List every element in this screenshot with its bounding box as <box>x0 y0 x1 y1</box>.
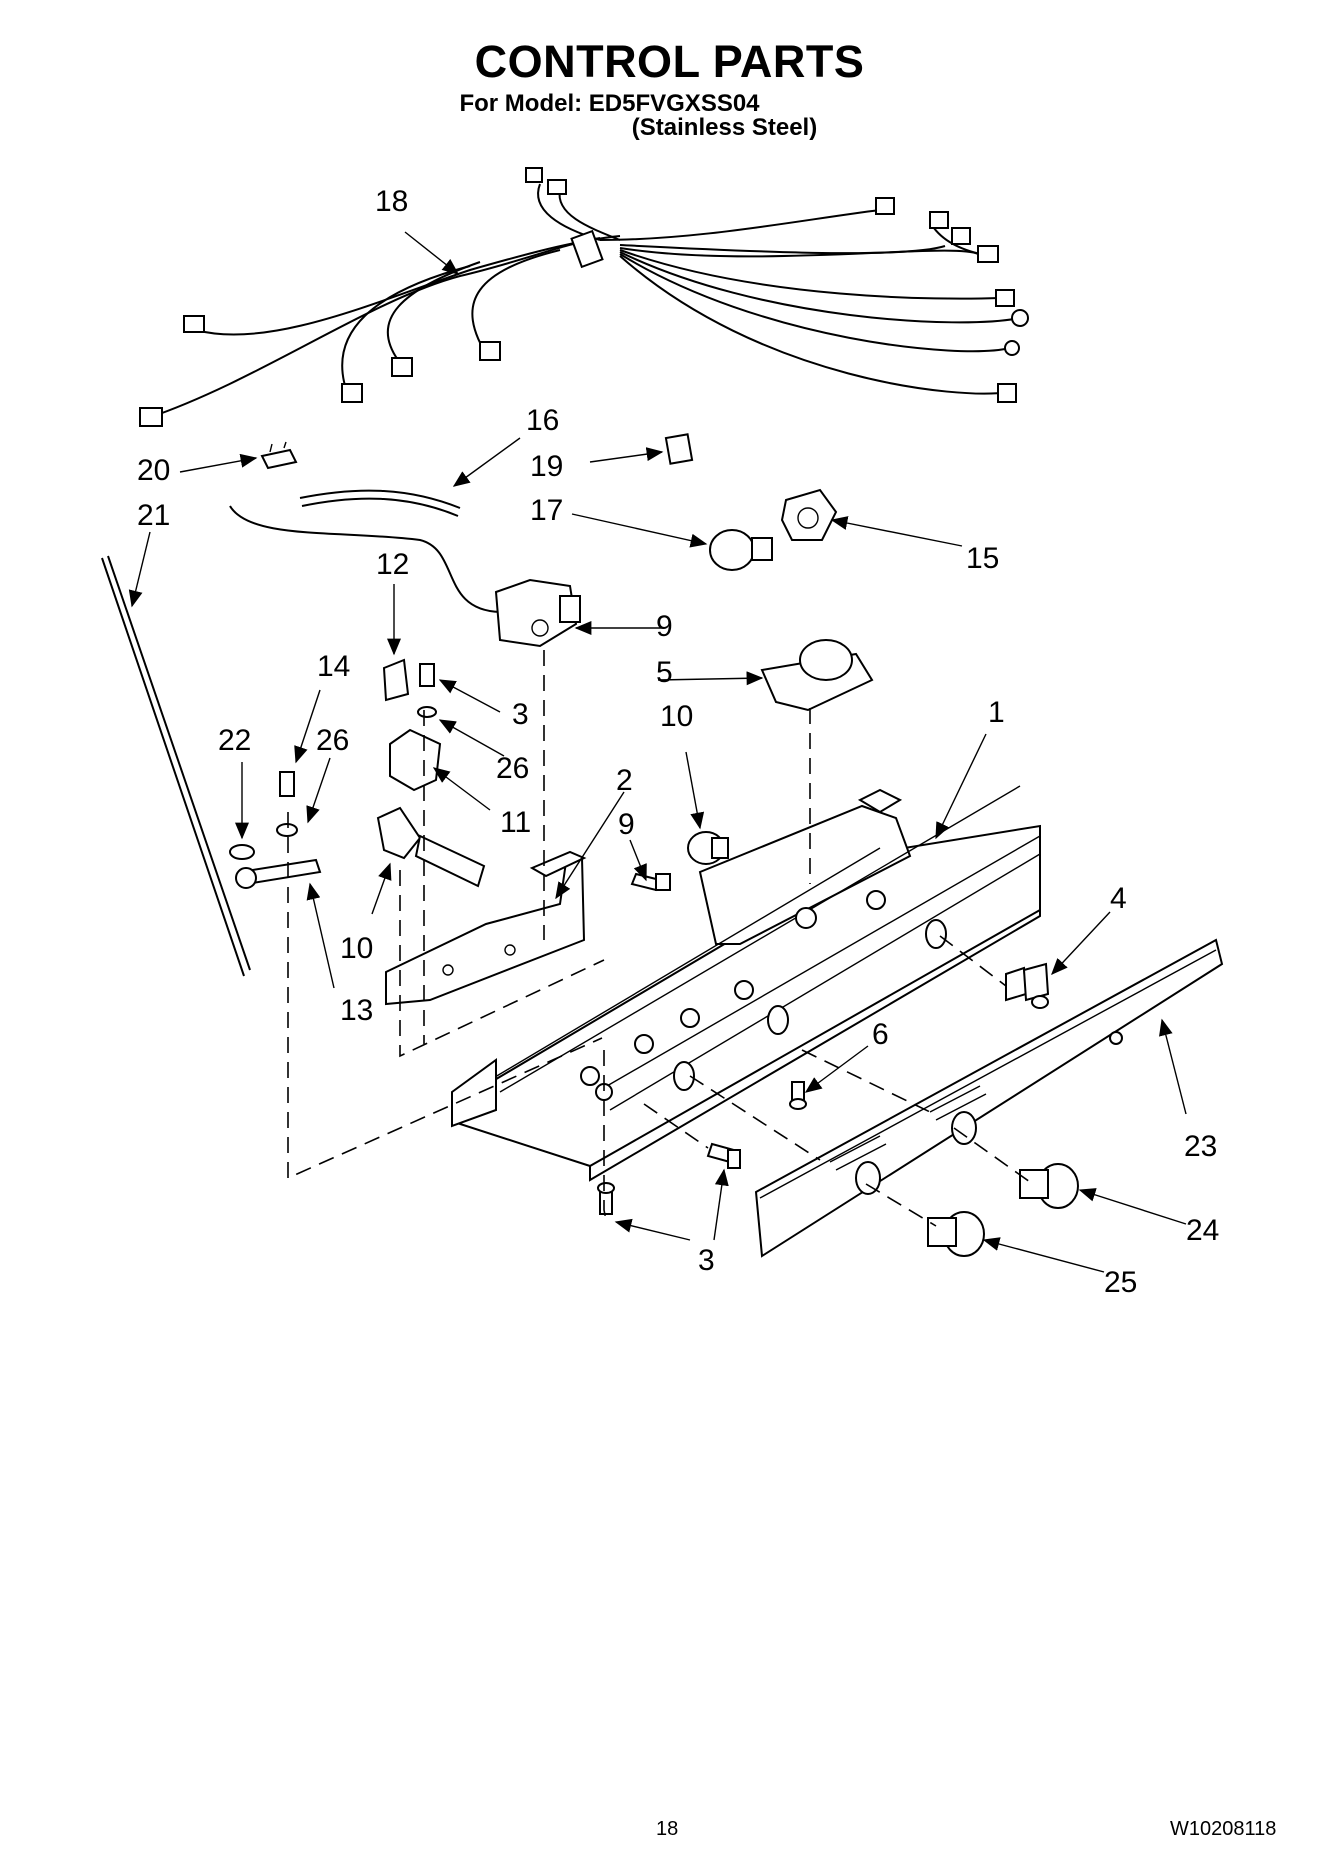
callout-label: 5 <box>656 656 673 689</box>
callout-label: 26 <box>496 752 529 785</box>
callout-label: 3 <box>512 698 529 731</box>
callout-label: 26 <box>316 724 349 757</box>
screw-part-3-bottom-right <box>706 1142 741 1169</box>
switch-wire <box>229 505 501 613</box>
callout-label: 21 <box>137 499 170 532</box>
washer-part-22 <box>229 844 255 860</box>
screw-part-6 <box>789 1081 807 1110</box>
thermostat-part-5 <box>760 639 874 712</box>
screw-part-3-top <box>417 663 437 718</box>
light-bulb-part-17 <box>709 529 773 571</box>
callout-label: 25 <box>1104 1266 1137 1299</box>
callout-labels: 18 20 21 16 19 17 15 12 9 5 14 3 22 26 2… <box>137 185 1219 1299</box>
page-number: 18 <box>656 1818 679 1840</box>
bracket-part-12 <box>382 658 410 702</box>
connector-part-19 <box>664 433 694 465</box>
control-housing-part-1 <box>451 785 1041 1182</box>
screw-part-14 <box>276 771 298 837</box>
screw-part-3-bottom-left <box>597 1182 615 1215</box>
switch-part-8 <box>494 578 581 648</box>
callout-label: 9 <box>618 808 635 841</box>
page-title: CONTROL PARTS <box>474 36 865 87</box>
callout-label: 9 <box>656 610 673 643</box>
callout-label: 17 <box>530 494 563 527</box>
callout-label: 20 <box>137 454 170 487</box>
knob-part-25 <box>927 1211 985 1257</box>
lever-part-13 <box>235 858 322 889</box>
callout-label: 13 <box>340 994 373 1027</box>
callout-label: 15 <box>966 542 999 575</box>
tube-part-16 <box>299 489 461 517</box>
callout-label: 23 <box>1184 1130 1217 1163</box>
switch-part-4 <box>1005 962 1050 1009</box>
button-part-7 <box>687 831 729 865</box>
callout-label: 10 <box>340 932 373 965</box>
callout-label: 6 <box>872 1018 889 1051</box>
callout-label: 18 <box>375 185 408 218</box>
callout-label: 1 <box>988 696 1005 729</box>
shaft-part-10 <box>376 806 486 888</box>
clip-part-20 <box>260 441 298 470</box>
callout-label: 2 <box>616 764 633 797</box>
callout-label: 11 <box>500 806 531 839</box>
rod-part-21 <box>101 555 251 977</box>
callout-label: 24 <box>1186 1214 1219 1247</box>
callout-label: 14 <box>317 650 350 683</box>
callout-label: 3 <box>698 1244 715 1277</box>
light-socket-part-15 <box>780 488 838 541</box>
callout-label: 22 <box>218 724 251 757</box>
leader-arrows <box>128 231 1187 1273</box>
callout-label: 10 <box>660 700 693 733</box>
callout-label: 19 <box>530 450 563 483</box>
trim-panel-part-23 <box>754 938 1224 1258</box>
assembly-guide-lines <box>287 650 1031 1227</box>
model-subtitle: For Model: ED5FVGXSS04 <box>459 90 760 117</box>
wire-harness-part <box>139 167 1029 427</box>
callout-label: 4 <box>1110 882 1127 915</box>
bracket-part-2 <box>385 850 587 1006</box>
screw-part-9 <box>630 872 671 892</box>
document-number: W10208118 <box>1170 1818 1277 1840</box>
knob-part-24 <box>1019 1163 1079 1209</box>
callout-label: 12 <box>376 548 409 581</box>
clamp-part-11 <box>389 728 442 792</box>
callout-label: 16 <box>526 404 559 437</box>
finish-subtitle: (Stainless Steel) <box>631 114 818 141</box>
